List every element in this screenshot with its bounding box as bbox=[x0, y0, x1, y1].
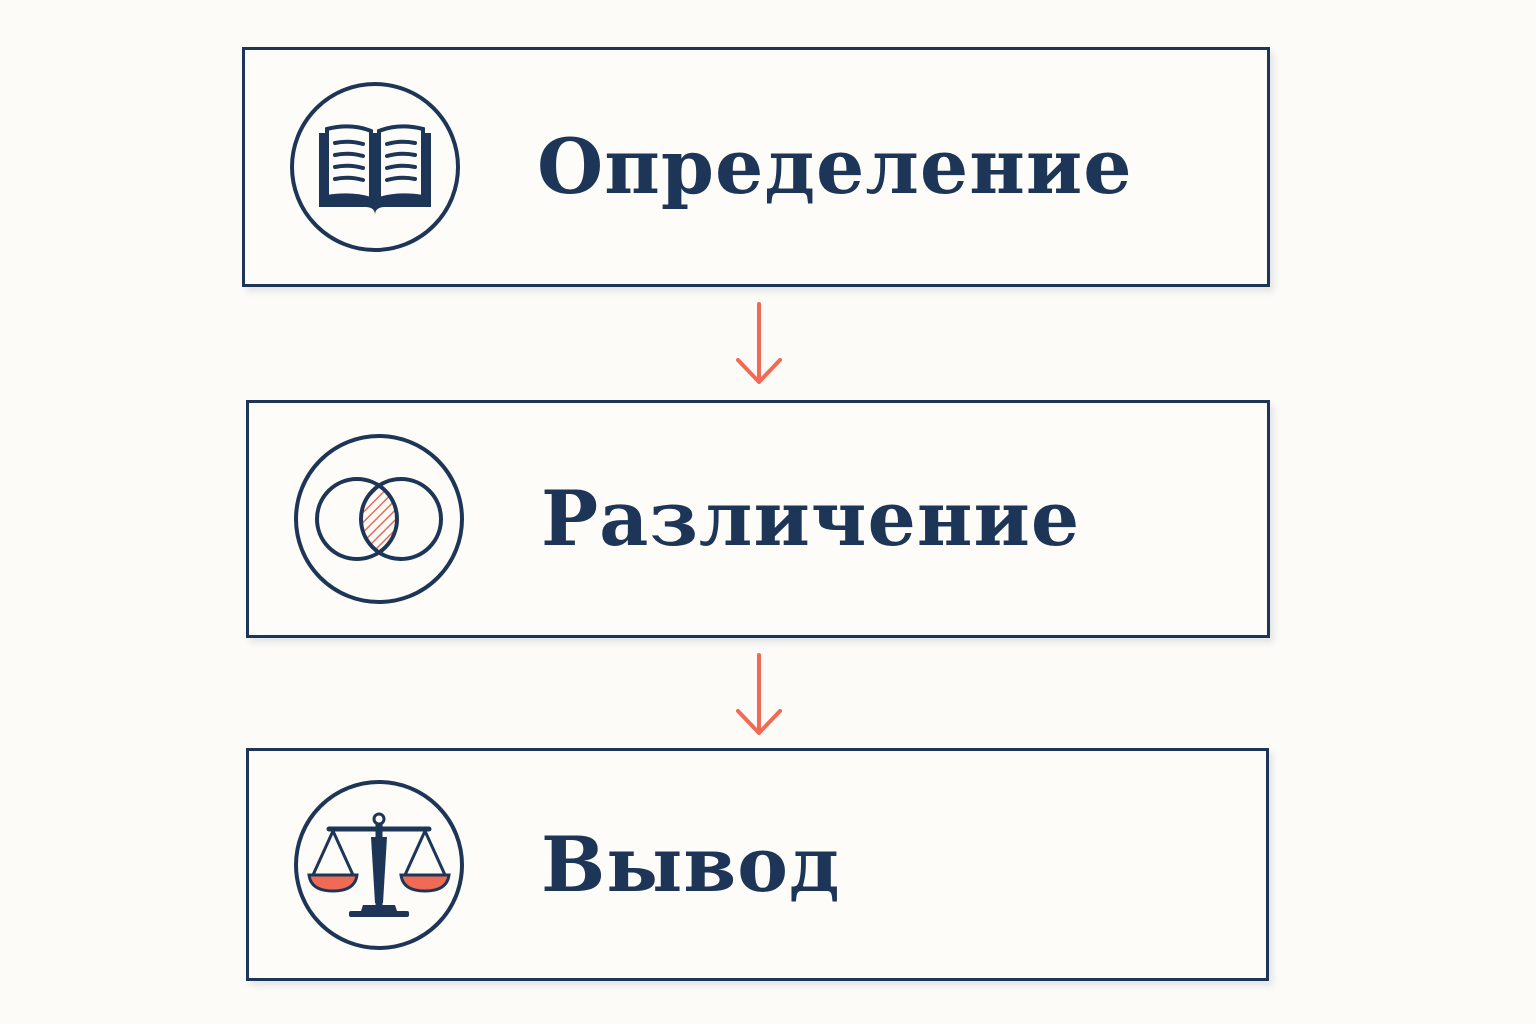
step-conclusion: Вывод bbox=[246, 748, 1269, 981]
step-label: Определение bbox=[537, 122, 1133, 211]
step-definition: Определение bbox=[242, 47, 1270, 287]
open-book-icon bbox=[289, 81, 461, 253]
venn-diagram-icon bbox=[293, 433, 465, 605]
step-label: Различение bbox=[541, 474, 1081, 563]
arrow-down-icon bbox=[728, 651, 790, 739]
step-label: Вывод bbox=[541, 819, 841, 909]
balance-scale-icon bbox=[293, 779, 465, 951]
arrow-down-icon bbox=[728, 300, 790, 388]
step-distinction: Различение bbox=[246, 400, 1270, 638]
